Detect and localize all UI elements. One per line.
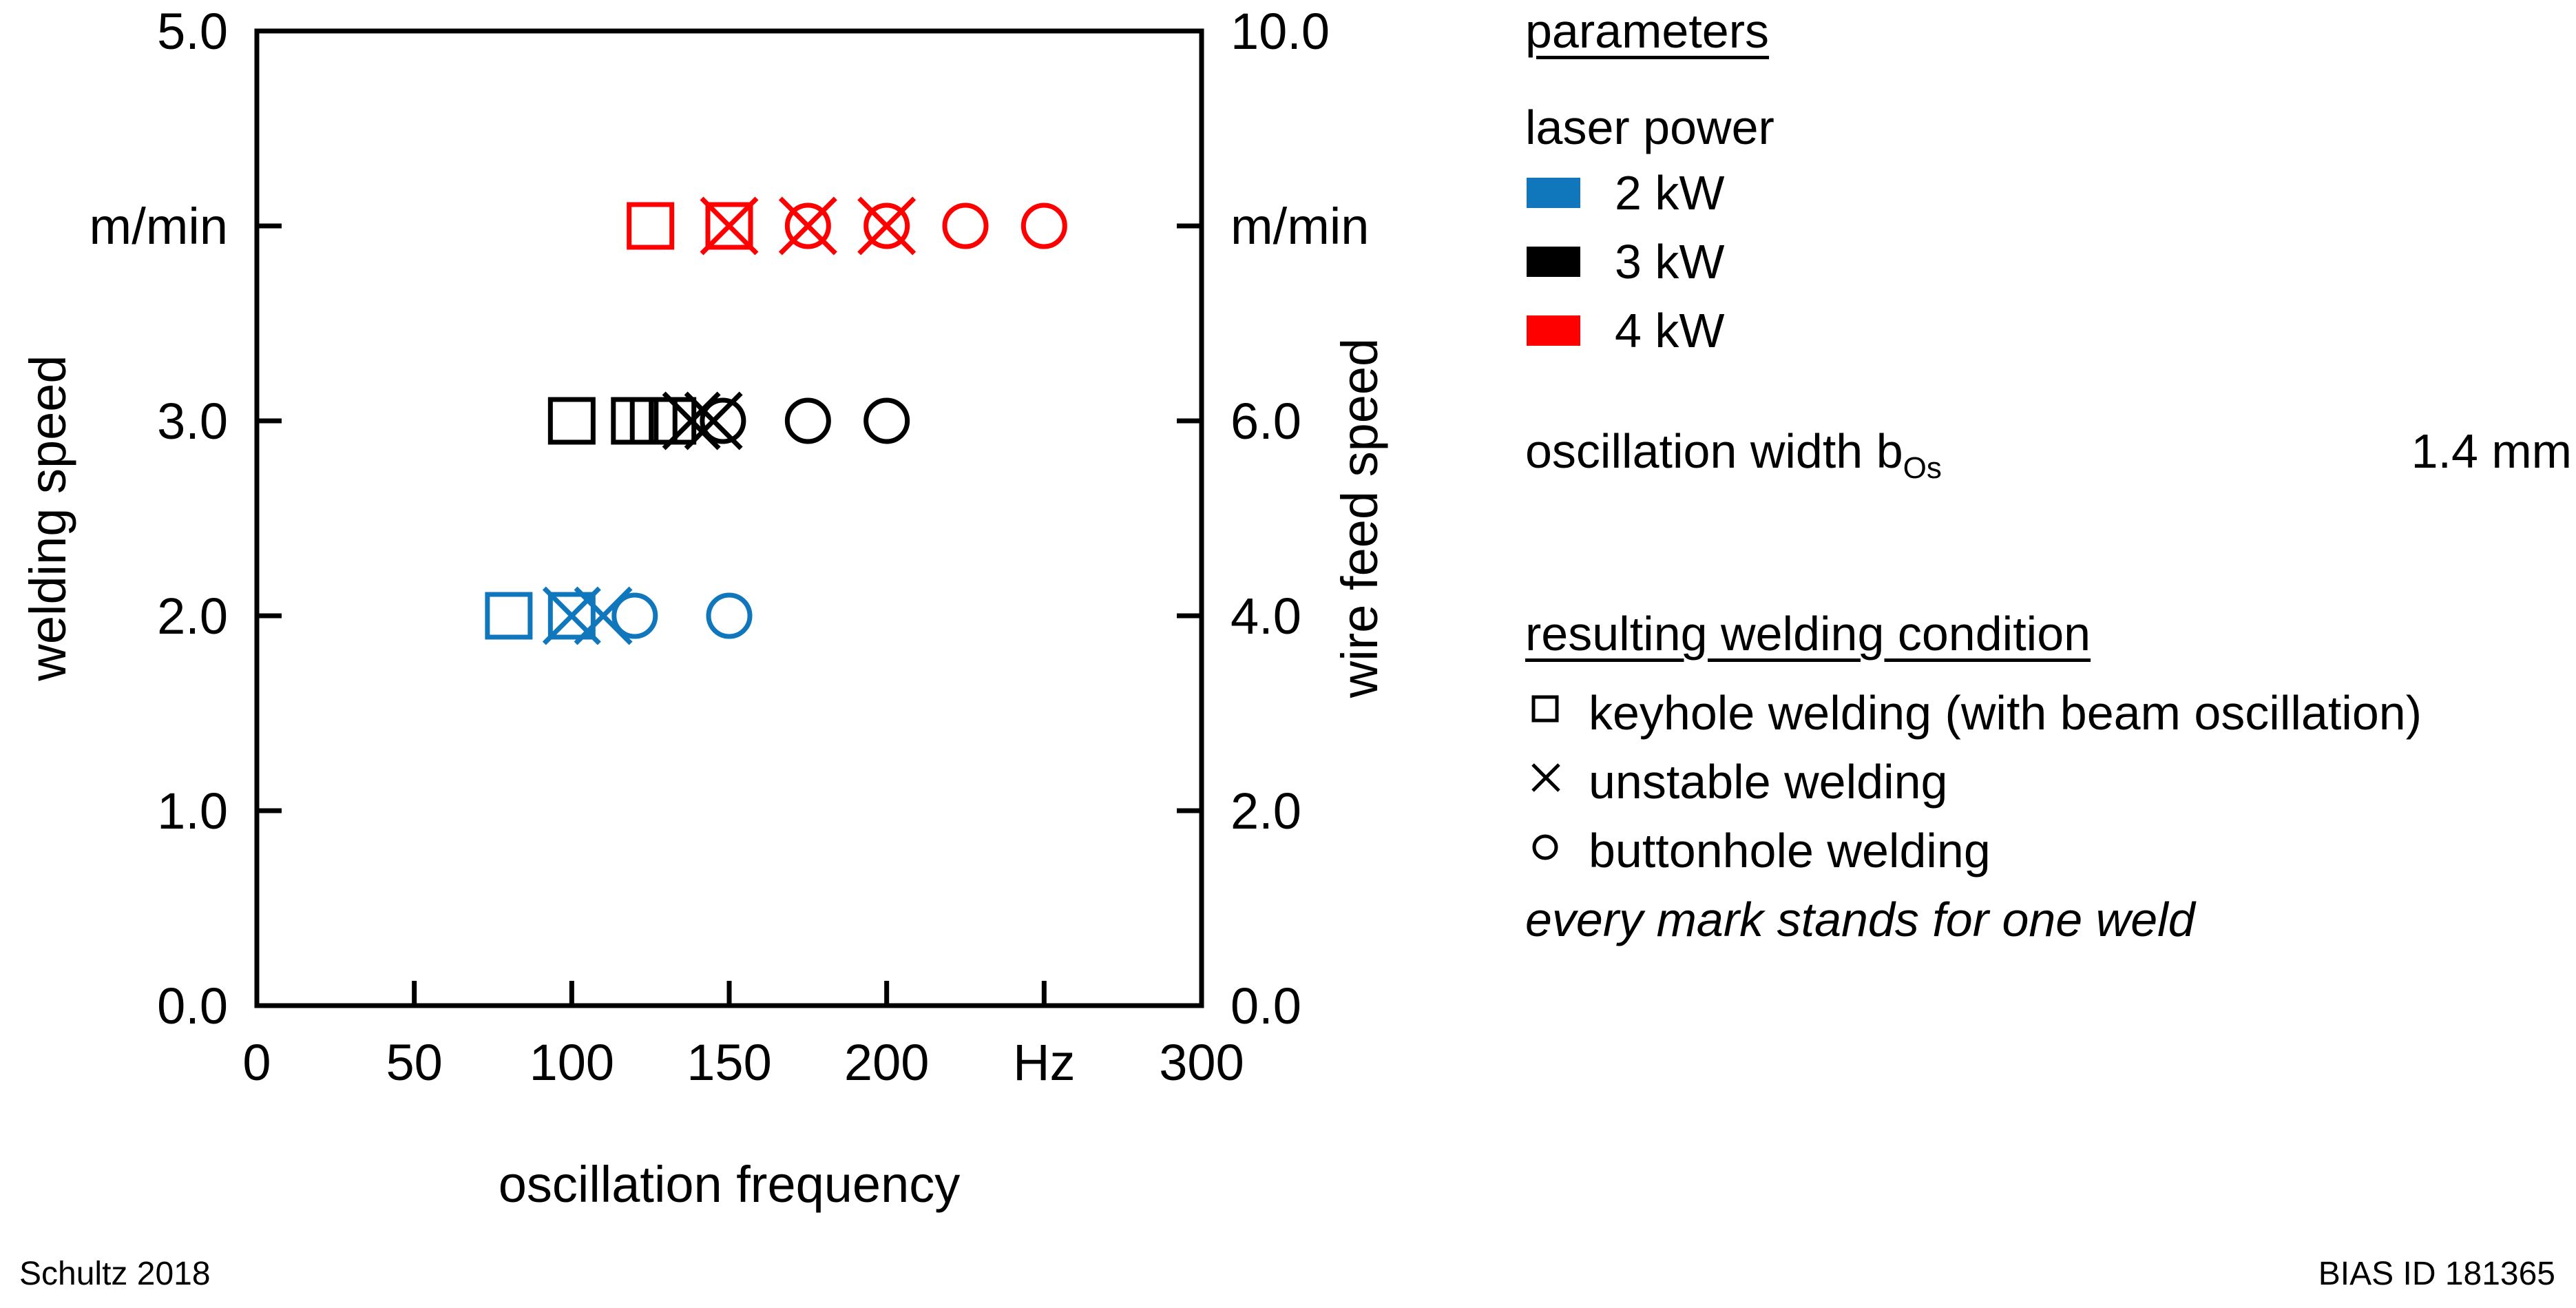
legend-oscillation-width-subscript: Os <box>1903 451 1942 485</box>
marker-4kW-6-cross-b <box>857 196 917 256</box>
legend-label-4kw: 4 kW <box>1615 304 1725 357</box>
y-tick-label-right-2: 4.0 <box>1231 588 1301 645</box>
y-tick-label-right-0: 0.0 <box>1231 977 1301 1035</box>
marker-4kW-2-cross-b <box>700 196 759 256</box>
y-tick-label-left-2: 2.0 <box>157 588 228 645</box>
legend-note: every mark stands for one weld <box>1525 893 2195 946</box>
legend-label-3kw: 3 kW <box>1615 235 1725 289</box>
footer-citation: Schultz 2018 <box>19 1256 211 1292</box>
marker-2kW-4-circle <box>611 592 658 639</box>
marker-2kW-0-square <box>485 592 533 640</box>
y-tick-label-right-4: m/min <box>1231 198 1369 255</box>
y-tick-label-left-0: 0.0 <box>157 977 228 1035</box>
legend-swatch-2kw <box>1527 178 1580 208</box>
legend-swatch-4kw <box>1527 315 1580 346</box>
marker-4kW-8-circle <box>1020 203 1067 249</box>
legend-cross-icon <box>1531 763 1560 792</box>
legend-oscillation-width-value: 1.4 mm <box>2411 424 2572 478</box>
footer-bias-id: BIAS ID 181365 <box>2318 1256 2555 1292</box>
marker-4kW-0-square <box>627 202 675 250</box>
x-axis-title: oscillation frequency <box>499 1156 960 1213</box>
legend-laser-power-label: laser power <box>1525 101 1774 154</box>
marker-4kW-7-circle <box>942 203 989 249</box>
marker-3kW-7-circle <box>784 397 831 444</box>
y-tick-label-left-4: m/min <box>90 198 228 255</box>
y-tick-label-right-5: 10.0 <box>1231 3 1330 60</box>
legend-swatch-3kw <box>1527 247 1580 277</box>
x-tick-label-3: 150 <box>687 1034 771 1091</box>
legend-circle-icon <box>1532 834 1558 860</box>
data-point-markers <box>485 196 1067 645</box>
y-tick-label-left-1: 1.0 <box>157 782 228 840</box>
legend-oscillation-width-label: oscillation width b <box>1525 424 1903 478</box>
legend-panel: parameters laser power 2 kW 3 kW 4 kW os… <box>1525 0 2576 1226</box>
x-tick-label-4: 200 <box>844 1034 929 1091</box>
y-axis-left-title: welding speed <box>19 355 76 681</box>
x-axis-ticks <box>412 981 1047 1006</box>
x-tick-label-1: 50 <box>386 1034 443 1091</box>
marker-2kW-2-cross-b <box>542 586 601 645</box>
plot-area-border <box>254 28 1204 1008</box>
x-tick-label-0: 0 <box>242 1034 271 1091</box>
legend-parameters-heading: parameters <box>1525 4 1770 58</box>
marker-4kW-3-circle <box>784 203 831 249</box>
y-axis-right-ticks <box>1177 223 1202 813</box>
legend-oscillation-width-row: oscillation width bOs <box>1525 427 1942 492</box>
y-axis-right-tick-labels: 0.0 2.0 4.0 6.0 m/min 10.0 <box>1231 3 1369 1035</box>
marker-3kW-2-square <box>629 397 678 445</box>
legend-condition-heading: resulting welding condition <box>1525 607 2091 661</box>
marker-4kW-5-circle <box>863 203 910 249</box>
y-axis-left-ticks <box>257 223 282 813</box>
x-tick-label-5: Hz <box>1013 1034 1075 1091</box>
x-axis-tick-labels: 0 50 100 150 200 Hz 300 <box>242 1034 1244 1091</box>
legend-square-icon <box>1531 695 1559 723</box>
scatter-chart: 0 50 100 150 200 Hz 300 0.0 1.0 2.0 3.0 m/min 5.0 0… <box>19 3 1388 1213</box>
marker-3kW-8-circle <box>863 397 910 444</box>
marker-3kW-6-circle <box>700 397 746 444</box>
marker-4kW-4-cross-b <box>778 196 837 256</box>
marker-2kW-5-circle <box>706 592 753 639</box>
legend-condition-label-keyhole: keyhole welding (with beam oscillation) <box>1589 686 2422 740</box>
x-tick-label-6: 300 <box>1159 1034 1244 1091</box>
y-tick-label-left-5: 5.0 <box>157 3 228 60</box>
y-axis-right-title: wire feed speed <box>1331 338 1388 698</box>
marker-3kW-0-square <box>547 397 596 445</box>
y-tick-label-left-3: 3.0 <box>157 393 228 450</box>
marker-2kW-1-square <box>547 592 596 640</box>
y-tick-label-right-1: 2.0 <box>1231 782 1301 840</box>
legend-condition-label-buttonhole: buttonhole welding <box>1589 824 1991 878</box>
y-axis-left-tick-labels: 0.0 1.0 2.0 3.0 m/min 5.0 <box>90 3 228 1035</box>
legend-condition-label-unstable: unstable welding <box>1589 755 1948 809</box>
legend-label-2kw: 2 kW <box>1615 166 1725 220</box>
x-tick-label-2: 100 <box>530 1034 614 1091</box>
marker-4kW-1-square <box>705 202 753 250</box>
y-tick-label-right-3: 6.0 <box>1231 393 1301 450</box>
